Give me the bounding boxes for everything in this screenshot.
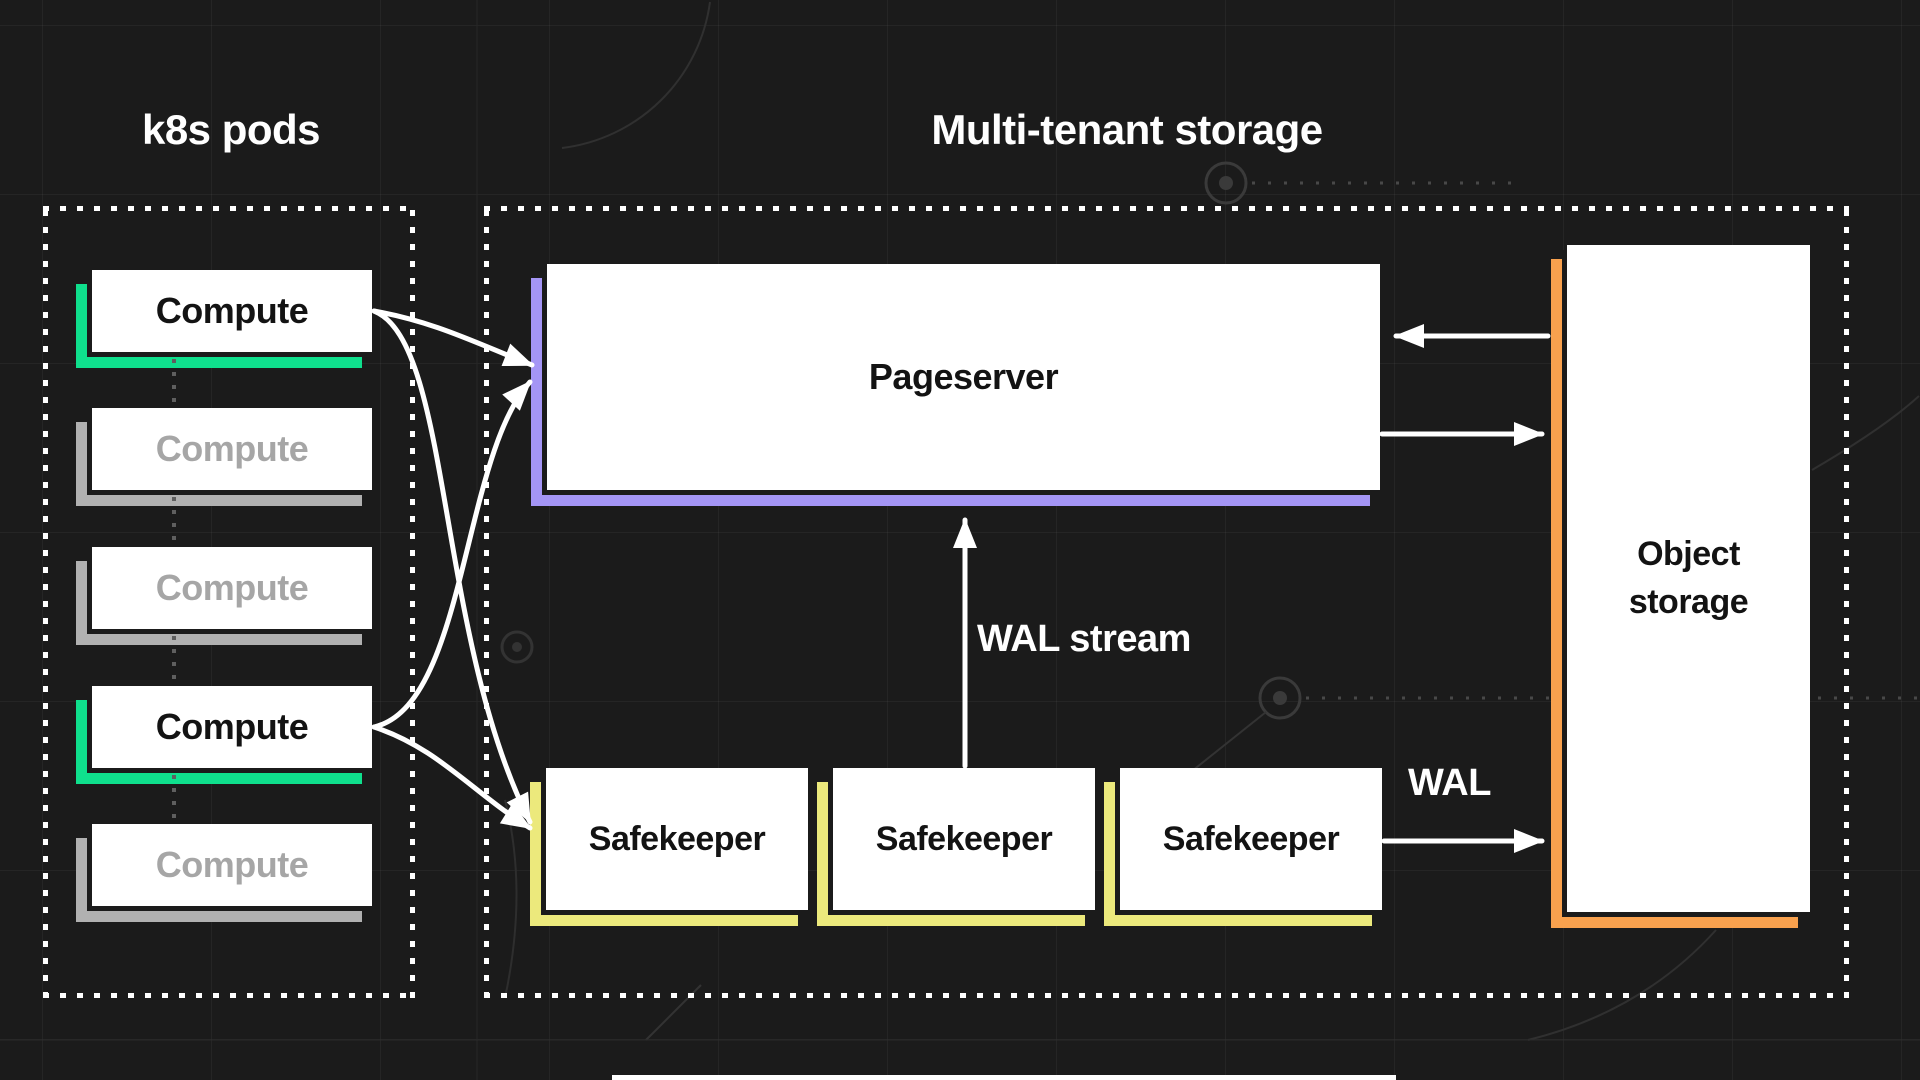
pageserver-label: Pageserver bbox=[868, 356, 1059, 397]
pageserver-accent bbox=[531, 278, 1370, 506]
safekeeper-2-accent bbox=[817, 782, 1085, 926]
compute-4-accent bbox=[76, 700, 362, 784]
compute-connector-dots bbox=[172, 635, 176, 679]
compute-2-label: Compute bbox=[155, 428, 309, 469]
safekeeper-1-label: Safekeeper bbox=[588, 819, 766, 858]
safekeeper-3-label: Safekeeper bbox=[1162, 819, 1340, 858]
safekeeper-node-1: Safekeeper bbox=[546, 768, 808, 910]
safekeeper-node-2: Safekeeper bbox=[833, 768, 1095, 910]
compute-5-accent bbox=[76, 838, 362, 922]
pageserver-node: Pageserver bbox=[547, 264, 1380, 490]
compute-connector-dots bbox=[172, 358, 176, 402]
k8s-pods-title: k8s pods bbox=[141, 106, 321, 153]
compute-2-accent bbox=[76, 422, 362, 506]
compute-node-4: Compute bbox=[92, 686, 372, 768]
object-storage-node: Object storage bbox=[1567, 245, 1810, 912]
compute-node-3: Compute bbox=[92, 547, 372, 629]
compute-node-1: Compute bbox=[92, 270, 372, 352]
bottom-accent-line bbox=[612, 1075, 1396, 1080]
wal-stream-label: WAL stream bbox=[977, 618, 1191, 660]
compute-3-label: Compute bbox=[155, 567, 309, 608]
compute-1-label: Compute bbox=[155, 290, 309, 331]
wal-label: WAL bbox=[1408, 762, 1491, 804]
multi-tenant-storage-title: Multi-tenant storage bbox=[931, 106, 1323, 153]
compute-node-5: Compute bbox=[92, 824, 372, 906]
compute-4-label: Compute bbox=[155, 706, 309, 747]
compute-1-accent bbox=[76, 284, 362, 368]
safekeeper-node-3: Safekeeper bbox=[1120, 768, 1382, 910]
compute-node-2: Compute bbox=[92, 408, 372, 490]
object-storage-accent bbox=[1551, 259, 1798, 928]
compute-connector-dots bbox=[172, 774, 176, 818]
compute-5-label: Compute bbox=[155, 844, 309, 885]
safekeeper-1-accent bbox=[530, 782, 798, 926]
safekeeper-3-accent bbox=[1104, 782, 1372, 926]
compute-3-accent bbox=[76, 561, 362, 645]
compute-connector-dots bbox=[172, 496, 176, 540]
safekeeper-2-label: Safekeeper bbox=[875, 819, 1053, 858]
object-storage-label: Object storage bbox=[1628, 534, 1749, 621]
